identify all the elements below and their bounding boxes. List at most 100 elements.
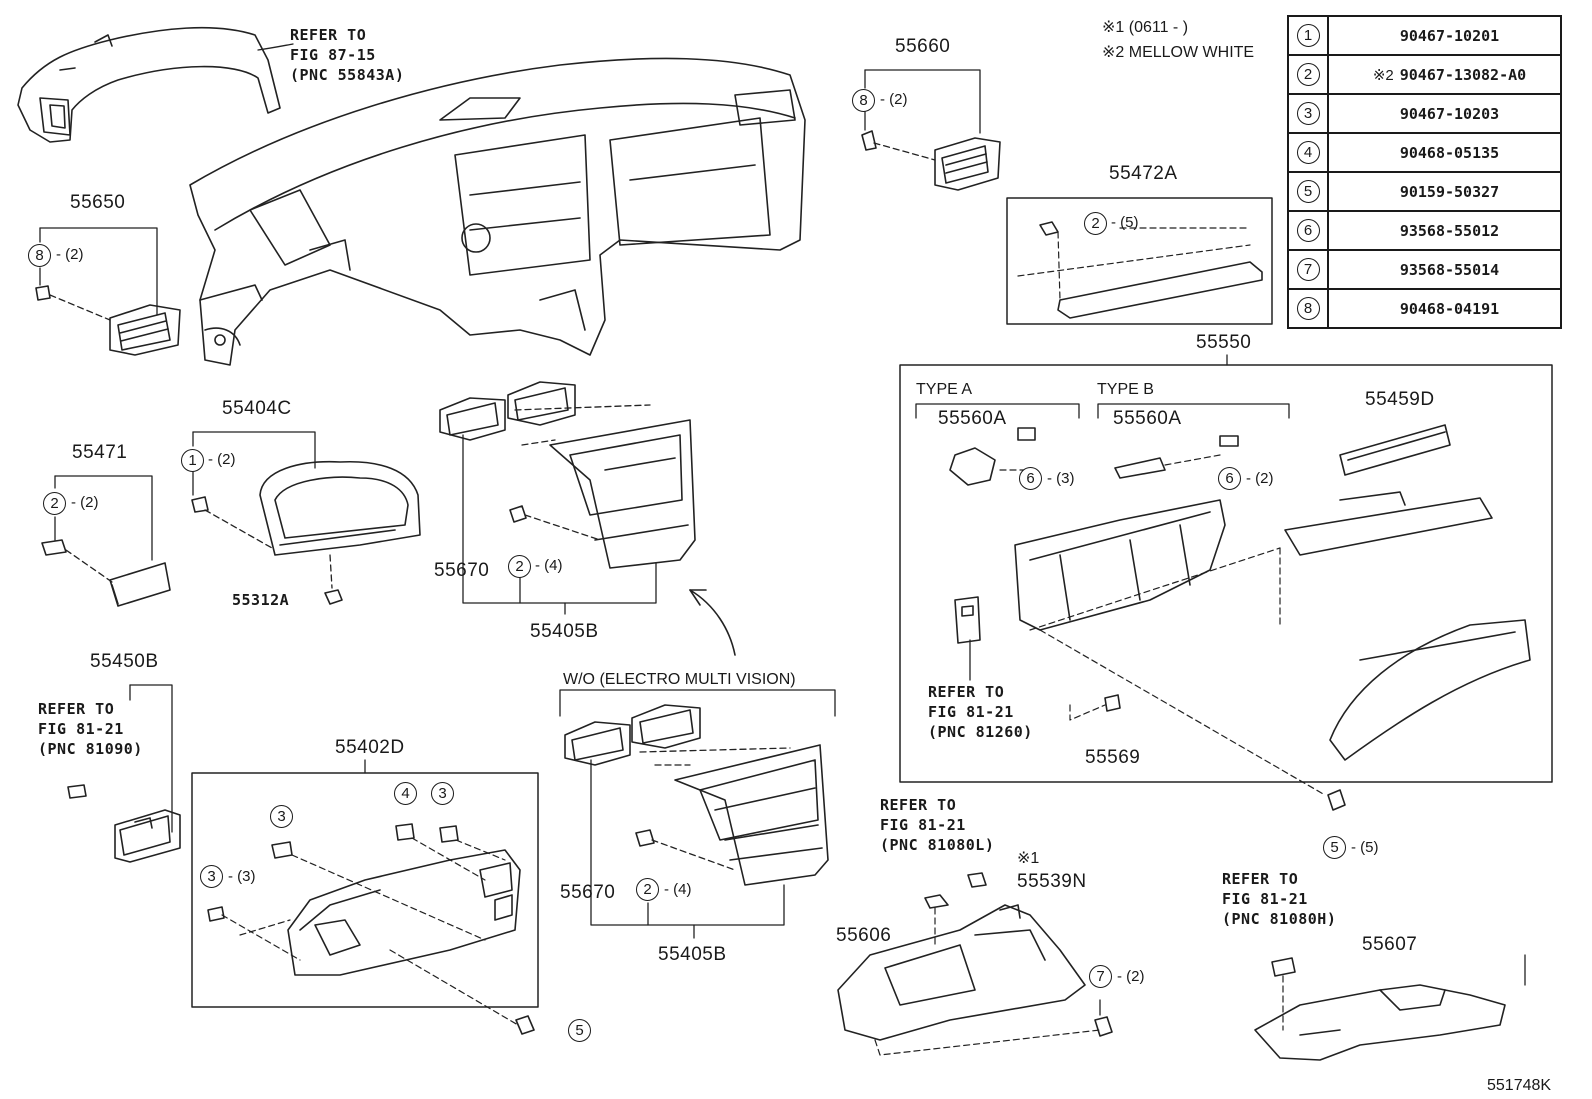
callout-3: 3 bbox=[200, 865, 223, 888]
part-55404c: 55404C bbox=[222, 398, 292, 419]
callout-7: 7 bbox=[1089, 965, 1112, 988]
part-55560a-type-b: 55560A bbox=[1113, 408, 1182, 429]
table-index-cell: 5 bbox=[1287, 171, 1329, 212]
callout-1: 1 bbox=[181, 449, 204, 472]
center-cluster-upper-drawing bbox=[439, 381, 696, 569]
table-row: 7 93568-55014 bbox=[1287, 249, 1562, 290]
part-55459d: 55459D bbox=[1365, 389, 1435, 410]
callout-8: 8 bbox=[852, 89, 875, 112]
part-55450b: 55450B bbox=[90, 651, 159, 672]
table-row: 3 90467-10203 bbox=[1287, 93, 1562, 134]
table-row: 1 90467-10201 bbox=[1287, 15, 1562, 56]
type-b-label: TYPE B bbox=[1097, 381, 1154, 398]
callout-qty: - (5) bbox=[1111, 214, 1139, 231]
part-55402d: 55402D bbox=[335, 737, 405, 758]
note-2: ※2 MELLOW WHITE bbox=[1102, 44, 1255, 61]
callout-6: 6 bbox=[1218, 467, 1241, 490]
table-index-cell: 4 bbox=[1287, 132, 1329, 173]
callout-qty: - (2) bbox=[208, 451, 236, 468]
table-index: 4 bbox=[1296, 141, 1320, 164]
callout-qty: - (3) bbox=[1047, 470, 1075, 487]
table-note: ※2 bbox=[1372, 66, 1394, 84]
part-55471: 55471 bbox=[72, 442, 128, 463]
table-part-cell: 90467-10201 bbox=[1327, 15, 1562, 56]
part-55405b: 55405B bbox=[530, 621, 599, 642]
callout-2: 2 bbox=[508, 555, 531, 578]
table-part-number: 90159-50327 bbox=[1399, 182, 1500, 201]
lower-panel-55402d-drawing bbox=[287, 849, 521, 976]
part-55670: 55670 bbox=[560, 882, 616, 903]
table-index: 3 bbox=[1296, 102, 1320, 125]
callout-3: 3 bbox=[270, 805, 293, 828]
table-index: 5 bbox=[1296, 180, 1320, 203]
callout-2: 2 bbox=[43, 492, 66, 515]
air-duct-drawing bbox=[17, 26, 281, 143]
under-cover-55607-drawing bbox=[1254, 984, 1506, 1061]
switch-base-55450b-drawing bbox=[114, 809, 181, 863]
callout-5: 5 bbox=[1323, 836, 1346, 859]
ref-81080l-text: REFER TO FIG 81-21 (PNC 81080L) bbox=[880, 796, 995, 854]
callout-qty: - (2) bbox=[1117, 968, 1145, 985]
table-index-cell: 3 bbox=[1287, 93, 1329, 134]
table-part-number: 90468-04191 bbox=[1399, 299, 1500, 318]
callout-qty: - (5) bbox=[1351, 839, 1379, 856]
table-index: 8 bbox=[1296, 297, 1320, 320]
table-index: 7 bbox=[1296, 258, 1320, 281]
garnish-55472a-drawing bbox=[1017, 221, 1263, 319]
part-55569: 55569 bbox=[1085, 747, 1141, 768]
table-row: 4 90468-05135 bbox=[1287, 132, 1562, 173]
meter-hood-55404c-drawing bbox=[259, 460, 421, 556]
callout-4: 4 bbox=[394, 782, 417, 805]
part-55472a: 55472A bbox=[1109, 163, 1178, 184]
table-index-cell: 7 bbox=[1287, 249, 1329, 290]
note-1: ※1 (0611 - ) bbox=[1102, 19, 1189, 36]
callout-2: 2 bbox=[1084, 212, 1107, 235]
table-part-number: 93568-55014 bbox=[1399, 260, 1500, 279]
callout-qty: - (2) bbox=[880, 91, 908, 108]
callout-qty: - (3) bbox=[228, 868, 256, 885]
callout-5: 5 bbox=[568, 1019, 591, 1042]
callout-qty: - (2) bbox=[56, 246, 84, 263]
part-55405b: 55405B bbox=[658, 944, 727, 965]
table-part-cell: 90159-50327 bbox=[1327, 171, 1562, 212]
instrument-panel-drawing bbox=[189, 57, 806, 366]
callout-3: 3 bbox=[431, 782, 454, 805]
ref-duct-text: REFER TO FIG 87-15 (PNC 55843A) bbox=[290, 26, 405, 84]
table-index: 1 bbox=[1296, 24, 1320, 47]
part-55607: 55607 bbox=[1362, 934, 1418, 955]
callout-qty: - (2) bbox=[1246, 470, 1274, 487]
callout-qty: - (4) bbox=[664, 881, 692, 898]
table-part-cell: 93568-55014 bbox=[1327, 249, 1562, 290]
side-register-55660-drawing bbox=[934, 137, 1001, 191]
ref-81090-text: REFER TO FIG 81-21 (PNC 81090) bbox=[38, 700, 143, 758]
table-part-cell: 90468-04191 bbox=[1327, 288, 1562, 329]
center-cluster-lower-drawing bbox=[564, 704, 829, 886]
table-part-cell: 90467-10203 bbox=[1327, 93, 1562, 134]
table-part-number: 93568-55012 bbox=[1399, 221, 1500, 240]
table-row: 6 93568-55012 bbox=[1287, 210, 1562, 251]
table-part-number: 90467-10203 bbox=[1399, 104, 1500, 123]
ref-81260-text: REFER TO FIG 81-21 (PNC 81260) bbox=[928, 683, 1033, 741]
table-row: 8 90468-04191 bbox=[1287, 288, 1562, 329]
part-55650: 55650 bbox=[70, 192, 126, 213]
part-55560a-type-a: 55560A bbox=[938, 408, 1007, 429]
wo-emv-label: W/O (ELECTRO MULTI VISION) bbox=[563, 671, 796, 688]
diagram-id: 551748K bbox=[1487, 1077, 1552, 1094]
ref-81080h-text: REFER TO FIG 81-21 (PNC 81080H) bbox=[1222, 870, 1337, 928]
note-mark: ※1 bbox=[1017, 850, 1040, 867]
table-index: 6 bbox=[1296, 219, 1320, 242]
table-index-cell: 1 bbox=[1287, 15, 1329, 56]
callout-8: 8 bbox=[28, 244, 51, 267]
part-55670: 55670 bbox=[434, 560, 490, 581]
glove-box-assembly-drawing bbox=[954, 424, 1531, 761]
table-row: 5 90159-50327 bbox=[1287, 171, 1562, 212]
cap-55471-drawing bbox=[109, 562, 171, 607]
part-55660: 55660 bbox=[895, 36, 951, 57]
callout-6: 6 bbox=[1019, 467, 1042, 490]
table-part-number: 90468-05135 bbox=[1399, 143, 1500, 162]
table-index-cell: 8 bbox=[1287, 288, 1329, 329]
